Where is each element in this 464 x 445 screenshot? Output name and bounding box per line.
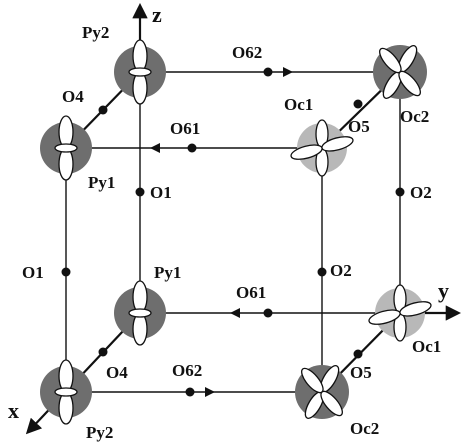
label-o1-inner: O1: [150, 183, 172, 202]
label-o62-top: O62: [232, 43, 262, 62]
py1-bottom-site: [114, 280, 166, 346]
label-py2-bottom: Py2: [86, 423, 113, 442]
site-labels: Py2 O62 O4 O61 Oc1 O5 Oc2 Py1 O1 O2 O1 P…: [22, 23, 441, 442]
label-o2-right: O2: [410, 183, 432, 202]
py2-bottom-site: [40, 359, 92, 425]
label-oc1-top: Oc1: [284, 95, 313, 114]
dot-o62-bottom: [185, 387, 195, 397]
dot-o62-top: [263, 67, 273, 77]
lobe: [128, 67, 152, 77]
lobe: [54, 387, 78, 397]
label-o4-top: O4: [62, 87, 84, 106]
dot-o5-bottom: [353, 349, 363, 359]
label-py1-top: Py1: [88, 173, 115, 192]
lobe: [320, 390, 343, 417]
lobe: [58, 115, 74, 149]
lobe: [132, 312, 148, 346]
dot-o1-left: [61, 267, 71, 277]
oc2-bottom-site: [295, 365, 349, 419]
label-oc1-bottom: Oc1: [412, 337, 441, 356]
x-axis-diagonal-bottom: [25, 312, 141, 435]
label-o61-bottom: O61: [236, 283, 266, 302]
dot-o61-top: [187, 143, 197, 153]
z-axis-label: z: [152, 2, 162, 27]
y-axis-label: y: [438, 278, 449, 303]
oc2-top-site: [373, 45, 427, 99]
lobe: [290, 144, 323, 160]
label-o5-top: O5: [348, 117, 370, 136]
lobe: [54, 143, 78, 153]
lobe: [132, 39, 148, 73]
label-o4-bottom: O4: [106, 363, 128, 382]
lobe: [58, 359, 74, 393]
label-o5-bottom: O5: [350, 363, 372, 382]
py1-top-site: [40, 115, 92, 181]
lobe: [132, 71, 148, 105]
direction-arrows: [150, 67, 293, 397]
dot-o5-top: [353, 99, 363, 109]
dot-o1-inner: [135, 187, 145, 197]
label-o1-left: O1: [22, 263, 44, 282]
oc1-top-site: [290, 119, 354, 177]
dot-o61-bottom: [263, 308, 273, 318]
lobe: [58, 147, 74, 181]
lobe: [58, 391, 74, 425]
arrow-o61-top: [150, 143, 160, 153]
orbital-sites: [40, 39, 432, 425]
dot-o2-right: [395, 187, 405, 197]
dot-o4-top: [98, 105, 108, 115]
label-oc2-top: Oc2: [400, 107, 429, 126]
label-o2-inner: O2: [330, 261, 352, 280]
arrow-o61-bottom: [230, 308, 240, 318]
label-o62-bottom: O62: [172, 361, 202, 380]
lobe: [128, 308, 152, 318]
arrow-o62-top: [283, 67, 293, 77]
lobe: [132, 280, 148, 314]
label-o61-top: O61: [170, 119, 200, 138]
py2-top-site: [114, 39, 166, 105]
oc1-bottom-site: [368, 284, 432, 342]
oxygen-dots: [61, 67, 405, 397]
x-axis-label: x: [8, 398, 19, 423]
label-py2-top: Py2: [82, 23, 109, 42]
dot-o4-bottom: [98, 347, 108, 357]
dot-o2-inner: [317, 267, 327, 277]
label-py1-bottom: Py1: [154, 263, 181, 282]
lobe: [368, 309, 401, 325]
arrow-o62-bottom: [205, 387, 215, 397]
label-oc2-bottom: Oc2: [350, 419, 379, 438]
lobe: [398, 70, 421, 97]
